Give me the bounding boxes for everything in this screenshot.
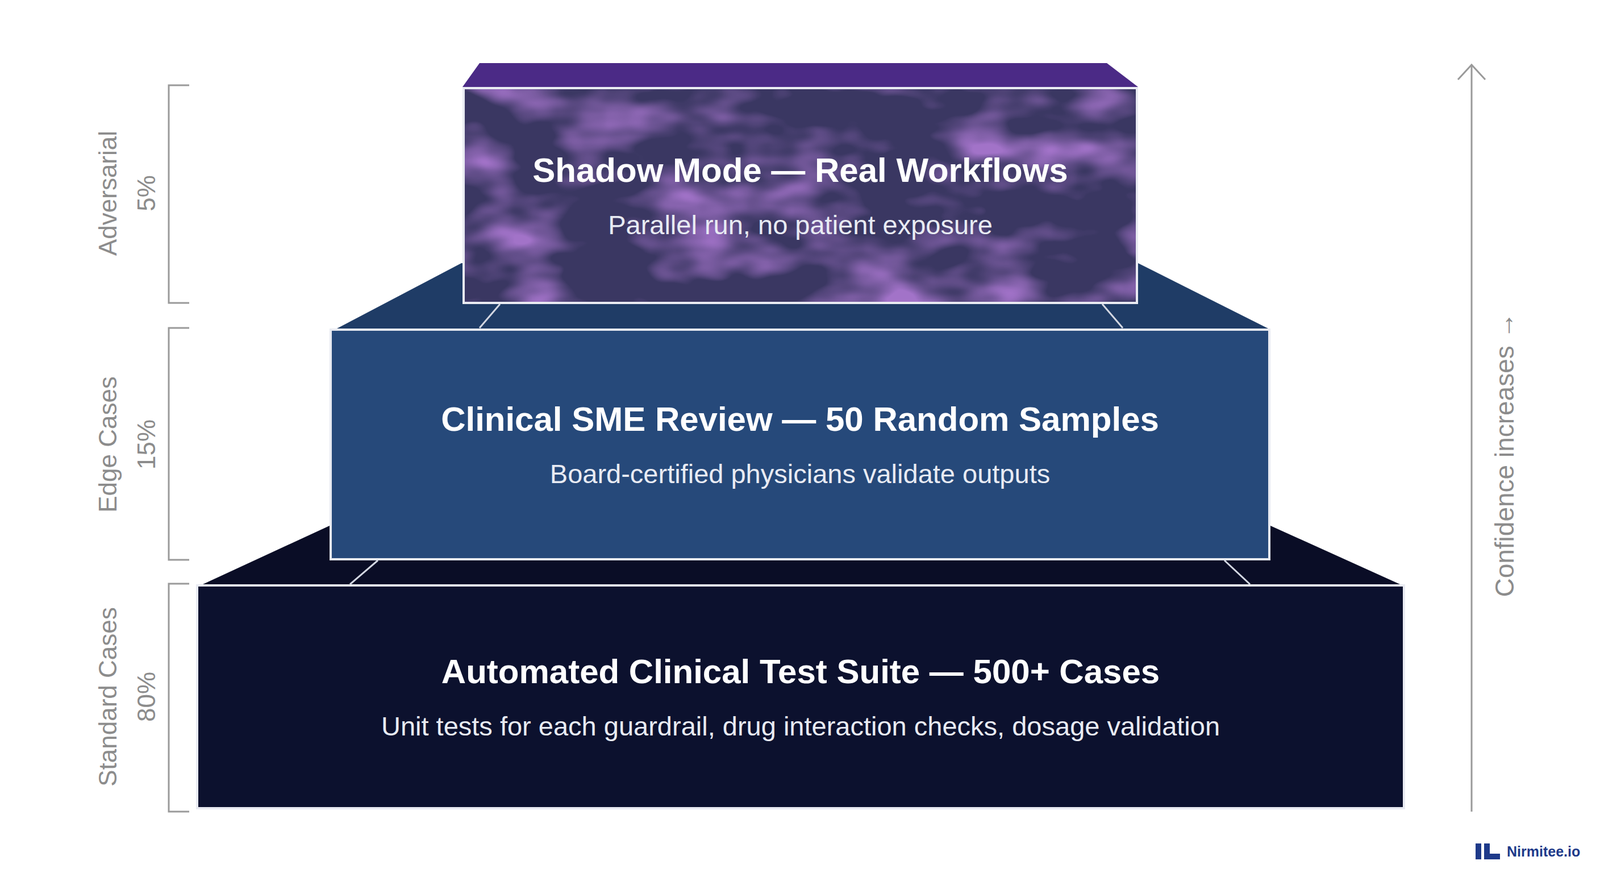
confidence-arrow xyxy=(1457,64,1486,812)
box-title: Shadow Mode — Real Workflows xyxy=(532,150,1068,190)
box-title: Clinical SME Review — 50 Random Samples xyxy=(440,399,1160,439)
tier-brackets xyxy=(168,85,190,812)
tier-share: 5% xyxy=(132,175,161,212)
box-description: Board-certified physicians validate outp… xyxy=(550,457,1050,490)
axis-label: Confidence increases → xyxy=(1489,311,1520,597)
tier-box: Clinical SME Review — 50 Random SamplesB… xyxy=(329,328,1271,561)
tier-box: Shadow Mode — Real WorkflowsParallel run… xyxy=(462,86,1139,304)
tier-share: 80% xyxy=(132,671,161,722)
box-title: Automated Clinical Test Suite — 500+ Cas… xyxy=(441,651,1160,691)
tier-box: Automated Clinical Test Suite — 500+ Cas… xyxy=(196,584,1406,810)
box-description: Parallel run, no patient exposure xyxy=(607,209,993,241)
texture-fill xyxy=(464,89,1136,302)
tier-name: Standard Cases xyxy=(93,606,123,787)
apex-top-face xyxy=(462,63,1139,87)
tier-share: 15% xyxy=(132,419,161,470)
watermark: Nirmitee.io xyxy=(1506,843,1581,860)
box-texture xyxy=(464,89,1136,302)
box-description: Unit tests for each guardrail, drug inte… xyxy=(381,710,1220,742)
tier-name: Edge Cases xyxy=(93,376,123,513)
logo-icon xyxy=(1475,843,1500,860)
tier-name: Adversarial xyxy=(93,130,123,256)
